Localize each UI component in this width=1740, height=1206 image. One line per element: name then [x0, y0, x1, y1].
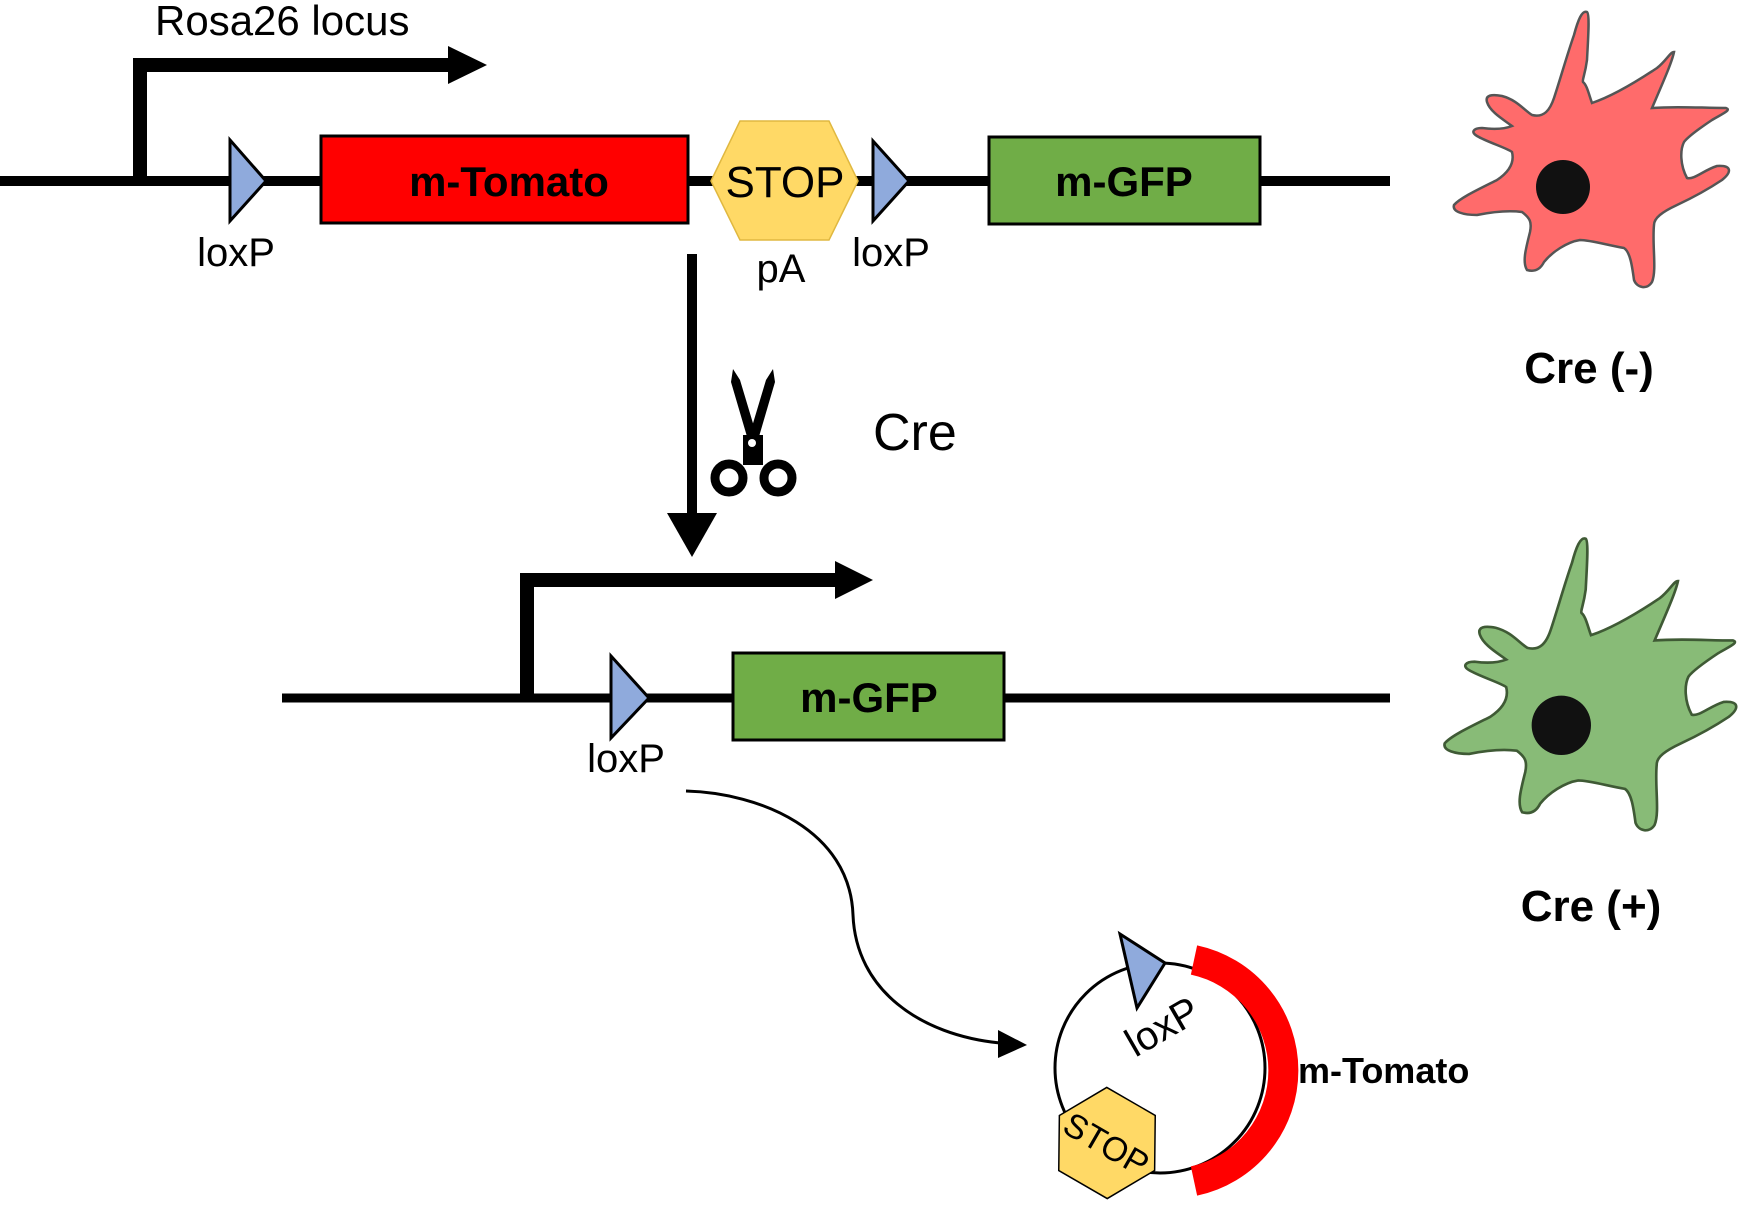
cre-positive-label: Cre (+): [1521, 882, 1662, 931]
recombined-construct: loxP m-GFP: [282, 561, 1390, 781]
tomato-arc: [1190, 945, 1299, 1196]
cell-cre-negative: [1452, 10, 1731, 289]
cre-negative-label: Cre (-): [1524, 344, 1654, 393]
excised-circle: loxP STOP: [1053, 930, 1299, 1200]
tomato-gene-box: [319, 134, 690, 225]
loxp-label-1: loxP: [197, 231, 275, 275]
loxp-site-2: [871, 137, 912, 225]
stop-label: STOP: [725, 158, 844, 207]
tomato-label-circle: m-Tomato: [1298, 1050, 1469, 1091]
gfp-gene-box-recombined: [731, 651, 1006, 742]
gfp-gene-box-top: [987, 135, 1262, 226]
scissors-icon: [710, 369, 797, 497]
nucleus-red-cell: [1536, 160, 1590, 214]
loxp-site-circle: [1117, 930, 1168, 1012]
loxp-label-2: loxP: [852, 231, 930, 275]
loxp-site-1: [228, 136, 269, 225]
tomato-gene-label: m-Tomato: [409, 158, 609, 205]
nucleus-green-cell: [1531, 695, 1591, 755]
loxp-label-circle: loxP: [1118, 989, 1207, 1066]
stop-hexagon: [710, 120, 859, 241]
gfp-gene-label-top: m-GFP: [1055, 158, 1193, 205]
loxp-site-recombined: [609, 652, 652, 742]
cell-cre-positive: [1443, 537, 1738, 832]
promoter-arrow-recombined: [520, 561, 873, 698]
loxp-label-recombined: loxP: [587, 737, 665, 781]
stop-hexagon-circle: [1057, 1086, 1157, 1200]
recombination-arrow: [667, 254, 717, 557]
promoter-arrow-top: [133, 46, 487, 181]
excision-arrow: [685, 789, 1027, 1058]
gfp-gene-label-recombined: m-GFP: [800, 674, 938, 721]
locus-label: Rosa26 locus: [155, 0, 409, 44]
cre-enzyme-label: Cre: [873, 404, 957, 462]
pa-label: pA: [757, 247, 806, 291]
top-construct: Rosa26 locus loxP m-Tomato STOP pA loxP …: [0, 0, 1390, 291]
